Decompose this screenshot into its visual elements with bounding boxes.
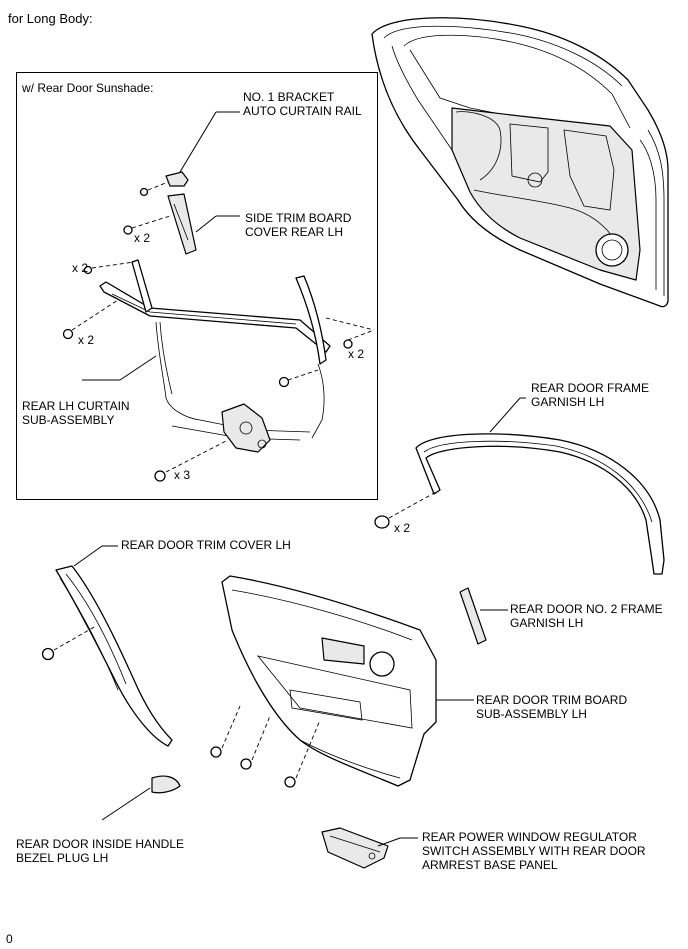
label-trim-board: REAR DOOR TRIM BOARD SUB-ASSEMBLY LH (476, 693, 628, 721)
inset-title: w/ Rear Door Sunshade: (22, 81, 154, 95)
side-trim-board-cover (167, 193, 240, 255)
qty-rail-top-screws: x 2 (72, 261, 89, 275)
screws-motor (154, 439, 229, 482)
screw-trim-cover (41, 625, 97, 661)
label-curtain-sub-assembly: REAR LH CURTAIN SUB-ASSEMBLY (22, 399, 130, 427)
label-handle-bezel-plug: REAR DOOR INSIDE HANDLE BEZEL PLUG LH (16, 837, 185, 865)
screws-rail-top (83, 261, 135, 275)
screws-rail-left (62, 299, 119, 340)
screw-bracket (139, 181, 169, 197)
clip-frame-garnish (374, 491, 437, 529)
door-shell (371, 17, 669, 308)
label-power-window-switch: REAR POWER WINDOW REGULATOR SWITCH ASSEM… (422, 830, 646, 872)
qty-garnish-clips: x 2 (394, 521, 411, 535)
label-trim-cover: REAR DOOR TRIM COVER LH (121, 538, 291, 552)
label-side-trim-board: SIDE TRIM BOARD COVER REAR LH (245, 211, 352, 239)
rear-door-no2-frame-garnish (459, 587, 508, 645)
qty-rail-left-screws: x 2 (78, 333, 95, 347)
figure-code: 0 (6, 932, 13, 946)
qty-rail-right-screws: x 2 (348, 347, 365, 361)
screws-trim-board (210, 705, 321, 788)
screw-side-trim (123, 215, 171, 235)
power-window-switch-assembly (321, 827, 418, 869)
label-frame-garnish: REAR DOOR FRAME GARNISH LH (531, 381, 650, 409)
qty-side-trim-screws: x 2 (134, 231, 151, 245)
no1-bracket-auto-curtain-rail (165, 111, 240, 187)
sunshade-inset-box (16, 72, 378, 500)
rear-lh-curtain-sub-assembly (82, 259, 331, 453)
rear-door-frame-garnish (415, 397, 665, 575)
rear-door-trim-board (221, 575, 474, 787)
label-no2-frame-garnish: REAR DOOR NO. 2 FRAME GARNISH LH (510, 602, 663, 630)
qty-motor-screws: x 3 (174, 468, 191, 482)
label-no1-bracket: NO. 1 BRACKET AUTO CURTAIN RAIL (243, 90, 362, 118)
screws-rail-right (325, 317, 375, 349)
handle-bezel-plug (101, 775, 181, 821)
rear-door-trim-cover (55, 545, 173, 747)
page-title: for Long Body: (8, 11, 93, 26)
screw-rail-mid (278, 369, 319, 388)
